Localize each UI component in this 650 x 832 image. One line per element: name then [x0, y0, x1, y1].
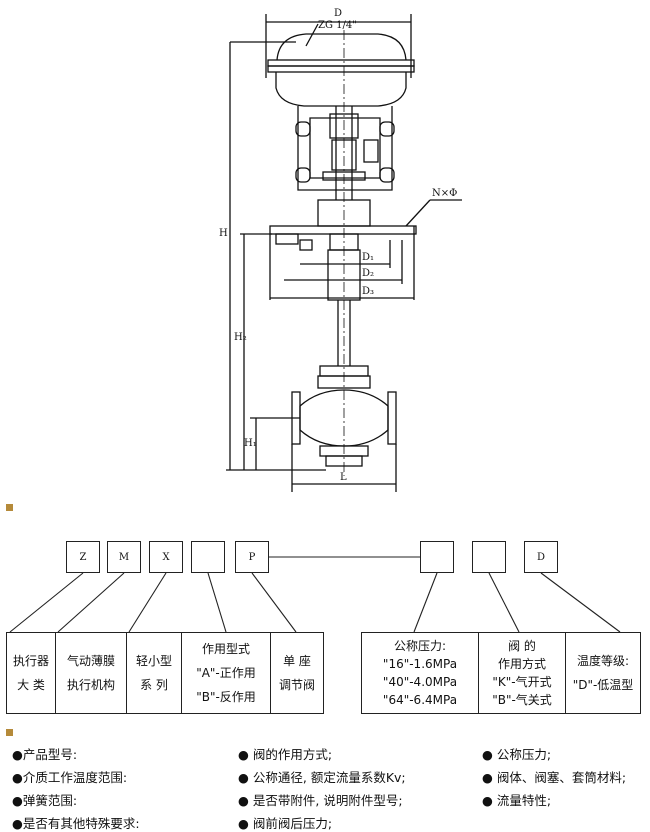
desc-actuator-type: 气动薄膜 执行机构	[55, 632, 127, 714]
dim-h1-label: H₁	[244, 438, 257, 449]
dim-d3-label: D₃	[362, 286, 374, 297]
code-box-4	[191, 541, 225, 573]
desc-nominal-pressure: 公称压力: "16"-1.6MPa "40"-4.0MPa "64"-6.4MP…	[361, 632, 479, 714]
code-box-7	[472, 541, 506, 573]
dim-h2-label: H₂	[234, 332, 247, 343]
code-box-5: P	[235, 541, 269, 573]
desc-series: 轻小型 系 列	[126, 632, 182, 714]
valve-dimension-drawing: D ZG 1/4" H N×Φ D₁ D₂ D₃ H₂ H₁ L	[219, 8, 462, 492]
code-box-1: Z	[66, 541, 100, 573]
code-connector-lines	[9, 556, 621, 633]
req-col3-item-1: ● 公称压力;	[482, 747, 552, 762]
req-col3-item-3: ● 流量特性;	[482, 793, 552, 808]
code-box-6	[420, 541, 454, 573]
req-col3-item-2: ● 阀体、阀塞、套筒材料;	[482, 770, 627, 785]
req-col2-item-2: ● 公称通径, 额定流量系数Kv;	[238, 770, 406, 785]
dim-d-label: D	[334, 8, 342, 19]
desc-valve-type: 单 座 调节阀	[270, 632, 324, 714]
code-box-2: M	[107, 541, 141, 573]
dim-h-label: H	[219, 228, 228, 239]
req-col2-item-3: ● 是否带附件, 说明附件型号;	[238, 793, 403, 808]
dim-l-label: L	[340, 472, 347, 483]
req-col2-item-1: ● 阀的作用方式;	[238, 747, 333, 762]
dim-d1-label: D₁	[362, 252, 374, 263]
req-col1-item-1: ●产品型号:	[12, 747, 78, 762]
dim-d2-label: D₂	[362, 268, 374, 279]
req-col2-item-4: ● 阀前阀后压力;	[238, 816, 333, 831]
desc-actuator-class: 执行器 大 类	[6, 632, 56, 714]
code-box-8: D	[524, 541, 558, 573]
desc-temperature-grade: 温度等级: "D"-低温型	[565, 632, 641, 714]
ordering-section-marker	[6, 729, 13, 736]
holes-label: N×Φ	[432, 188, 457, 199]
thread-label: ZG 1/4"	[318, 20, 357, 31]
desc-action-form: 作用型式 "A"-正作用 "B"-反作用	[181, 632, 271, 714]
req-col1-item-3: ●弹簧范围:	[12, 793, 78, 808]
code-box-3: X	[149, 541, 183, 573]
desc-valve-action: 阀 的 作用方式 "K"-气开式 "B"-气关式	[478, 632, 566, 714]
section-marker	[6, 504, 13, 511]
req-col1-item-2: ●介质工作温度范围:	[12, 770, 128, 785]
req-col1-item-4: ●是否有其他特殊要求:	[12, 816, 140, 831]
